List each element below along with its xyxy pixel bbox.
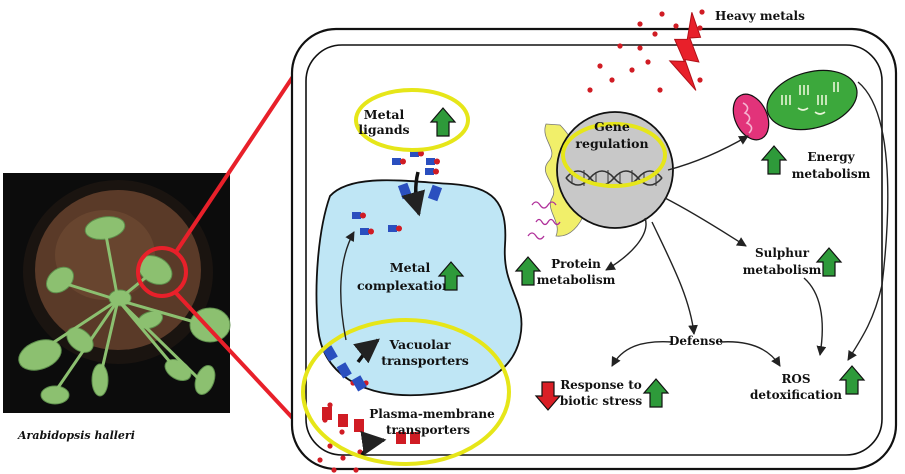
highlight-metal-ligands [354, 88, 470, 152]
label-metal-ligands-2: ligands [358, 122, 409, 137]
label-sulphur-1: Sulphur [755, 246, 810, 260]
label-metal-complexation-1: Metal [390, 260, 431, 275]
photo-caption: Arabidopsis halleri [17, 429, 135, 442]
label-plasma-membrane-1: Plasma-membrane [369, 407, 495, 421]
label-defense: Defense [669, 334, 723, 348]
plasma-membrane-transporters [322, 407, 420, 444]
nucleus [556, 111, 674, 229]
plasma-membrane [305, 44, 883, 456]
label-vacuolar-2: transporters [381, 353, 469, 368]
transport-arrows [353, 171, 426, 456]
label-sulphur-2: metabolism [743, 263, 822, 277]
process-arrows [340, 81, 889, 367]
label-metal-complexation-2: complexation [357, 278, 451, 293]
label-energy-2: metabolism [792, 167, 871, 181]
label-ros-2: detoxification [750, 388, 842, 402]
label-gene-regulation-2: regulation [575, 136, 648, 151]
label-biotic-stress-1: Response to [560, 378, 642, 392]
highlight-gene-regulation [561, 122, 667, 188]
mitochondrion-icon [732, 93, 770, 141]
label-plasma-membrane-2: transporters [386, 423, 470, 437]
zoom-line-top [174, 70, 298, 254]
highlight-transporters [301, 318, 511, 466]
zoom-circle [136, 246, 188, 298]
label-heavy-metals: Heavy metals [715, 9, 805, 23]
label-vacuolar-1: Vacuolar [388, 337, 451, 352]
label-ros-1: ROS [781, 372, 810, 386]
label-metal-ligands-1: Metal [364, 107, 405, 122]
label-gene-regulation-1: Gene [594, 119, 630, 134]
dna-helix-icon [565, 170, 663, 186]
label-biotic-stress-2: biotic stress [560, 394, 643, 408]
protein-squiggle-icon [527, 201, 561, 240]
plant-photo [3, 173, 231, 413]
label-energy-1: Energy [807, 150, 855, 164]
label-protein-1: Protein [551, 257, 601, 271]
zoom-line-bottom [174, 291, 302, 428]
label-protein-2: metabolism [537, 273, 616, 287]
highlight-rings [301, 88, 667, 466]
metal-ligand-complexes [352, 150, 440, 235]
lightning-bolt-icon [668, 12, 702, 91]
chloroplast-icon [766, 69, 858, 131]
